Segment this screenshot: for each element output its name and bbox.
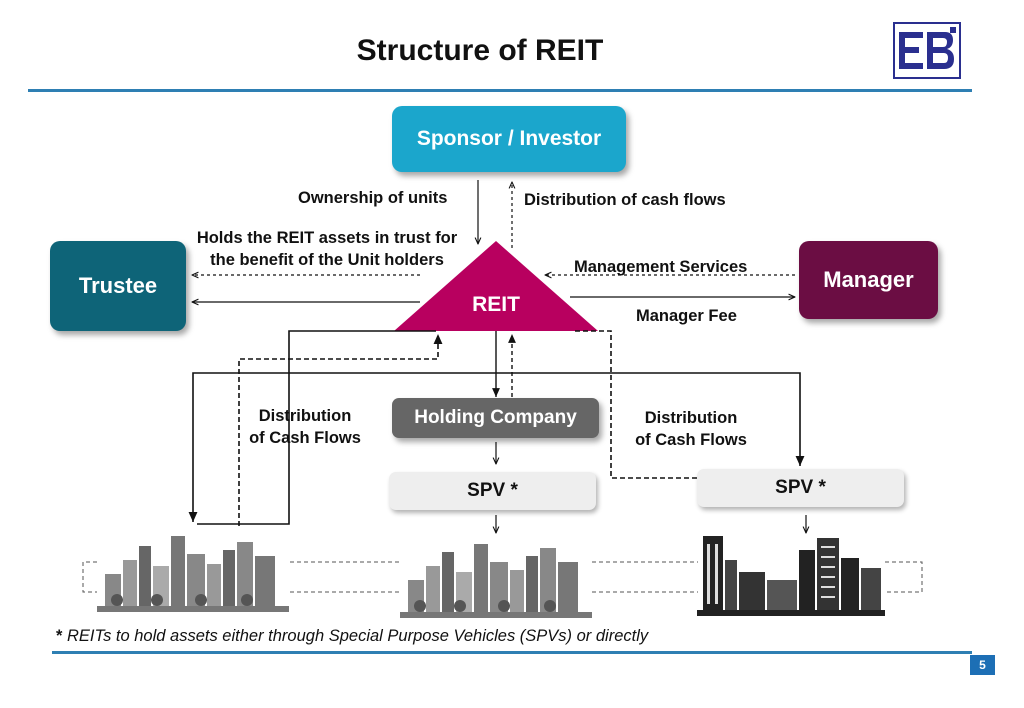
reit-label: REIT (472, 293, 520, 316)
holds-assets-label: Holds the REIT assets in trust for the b… (172, 229, 482, 270)
page-number: 5 (970, 655, 995, 675)
page-title: Structure of REIT (356, 34, 604, 67)
city-skyline-icon (97, 536, 289, 612)
distribution-top-label: Distribution of cash flows (524, 191, 726, 209)
sponsor-investor-box: Sponsor / Investor (392, 106, 626, 172)
footnote-star: * (56, 627, 63, 645)
manager-box: Manager (799, 241, 938, 319)
top-divider (28, 89, 972, 92)
holds-assets-line1: Holds the REIT assets in trust for (196, 229, 458, 247)
distribution-right-label: Distribution of Cash Flows (622, 409, 760, 450)
distribution-left-line1: Distribution (258, 407, 352, 425)
footnote-text: REITs to hold assets either through Spec… (62, 627, 649, 645)
distribution-left-line2: of Cash Flows (249, 429, 361, 447)
ownership-label: Ownership of units (298, 189, 448, 207)
holding-company-box: Holding Company (392, 398, 599, 438)
distribution-left-label: Distribution of Cash Flows (236, 407, 374, 448)
spv-box-left: SPV * (389, 472, 596, 510)
sebi-logo-icon (893, 22, 961, 79)
reit-triangle (394, 241, 598, 331)
distribution-right-line2: of Cash Flows (635, 431, 747, 449)
manager-fee-label: Manager Fee (636, 307, 737, 325)
holds-assets-line2: the benefit of the Unit holders (210, 251, 444, 269)
spv-box-right: SPV * (697, 469, 904, 507)
bottom-divider (52, 651, 972, 654)
trustee-box: Trustee (50, 241, 186, 331)
management-services-label: Management Services (574, 258, 748, 276)
city-skyline-icon (697, 536, 885, 616)
city-skyline-icon (400, 544, 592, 618)
distribution-right-line1: Distribution (644, 409, 738, 427)
footnote: * REITs to hold assets either through Sp… (56, 627, 648, 646)
